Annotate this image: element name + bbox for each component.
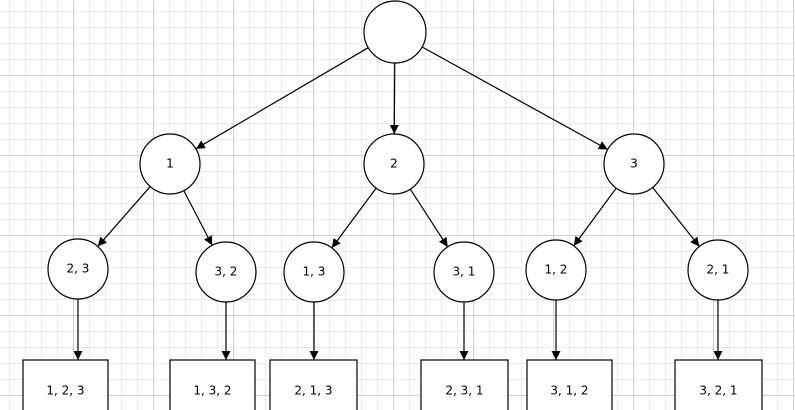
node-label: 3, 2 [215, 265, 238, 279]
node-label: 1 [166, 157, 174, 171]
node-box [269, 359, 358, 410]
node-label: 2, 3, 1 [445, 384, 483, 398]
tree-node-n1b: 3, 2 [195, 241, 257, 303]
node-circle [525, 239, 587, 301]
permutation-box-p3: 2, 1, 3 [269, 359, 358, 410]
node-label: 2, 1 [707, 263, 730, 277]
node-circle [603, 133, 665, 195]
edge-arrow-n3-n3b [652, 187, 700, 247]
permutation-box-p1: 1, 2, 3 [22, 359, 109, 410]
edges [73, 46, 723, 360]
node-label: 3 [630, 157, 638, 171]
node-box [674, 359, 763, 410]
tree-node-root [363, 0, 427, 64]
node-label: 1, 3 [303, 265, 326, 279]
node-label: 3, 1, 2 [550, 384, 588, 398]
node-circle [363, 0, 427, 64]
edge-arrow-root-n3 [421, 46, 609, 151]
tree-node-n3a: 1, 2 [525, 239, 587, 301]
tree-node-n3b: 2, 1 [687, 239, 749, 301]
nodes: 1 2 3 2, 3 3, 2 1, 3 3, 1 1, 2 2, 1 1, 2, 3 1, 3, … [22, 0, 763, 410]
node-label: 1, 2, 3 [46, 384, 84, 398]
permutation-box-p2: 1, 3, 2 [169, 359, 256, 410]
node-circle [687, 239, 749, 301]
edge-arrow-root-n2 [389, 62, 399, 135]
node-label: 2 [390, 157, 398, 171]
edge-arrow-n1-n1a [97, 186, 151, 247]
node-label: 2, 3 [67, 262, 90, 276]
node-box [169, 359, 256, 410]
tree-node-n2: 2 [363, 133, 425, 195]
edge-arrow-n2-n2b [409, 188, 449, 248]
permutation-box-p5: 3, 1, 2 [526, 359, 613, 410]
tree-node-n1a: 2, 3 [47, 238, 109, 300]
node-label: 3, 2, 1 [699, 384, 737, 398]
node-circle [363, 133, 425, 195]
tree-node-n2a: 1, 3 [283, 241, 345, 303]
edge-arrow-n2-n2a [331, 187, 377, 249]
tree-node-n3: 3 [603, 133, 665, 195]
node-box [420, 359, 509, 410]
node-label: 1, 3, 2 [193, 384, 231, 398]
edge-arrow-n1-n1b [183, 190, 213, 246]
node-label: 3, 1 [453, 265, 476, 279]
node-box [526, 359, 613, 410]
node-circle [195, 241, 257, 303]
edge-arrow-n3-n3a [573, 187, 617, 247]
node-label: 1, 2 [545, 263, 568, 277]
node-circle [283, 241, 345, 303]
node-label: 2, 1, 3 [294, 384, 332, 398]
tree-node-n1: 1 [139, 133, 201, 195]
node-circle [433, 241, 495, 303]
node-box [22, 359, 109, 410]
node-circle [139, 133, 201, 195]
permutation-box-p4: 2, 3, 1 [420, 359, 509, 410]
tree-node-n2b: 3, 1 [433, 241, 495, 303]
permutation-box-p6: 3, 2, 1 [674, 359, 763, 410]
edge-arrow-root-n1 [195, 47, 369, 150]
node-circle [47, 238, 109, 300]
